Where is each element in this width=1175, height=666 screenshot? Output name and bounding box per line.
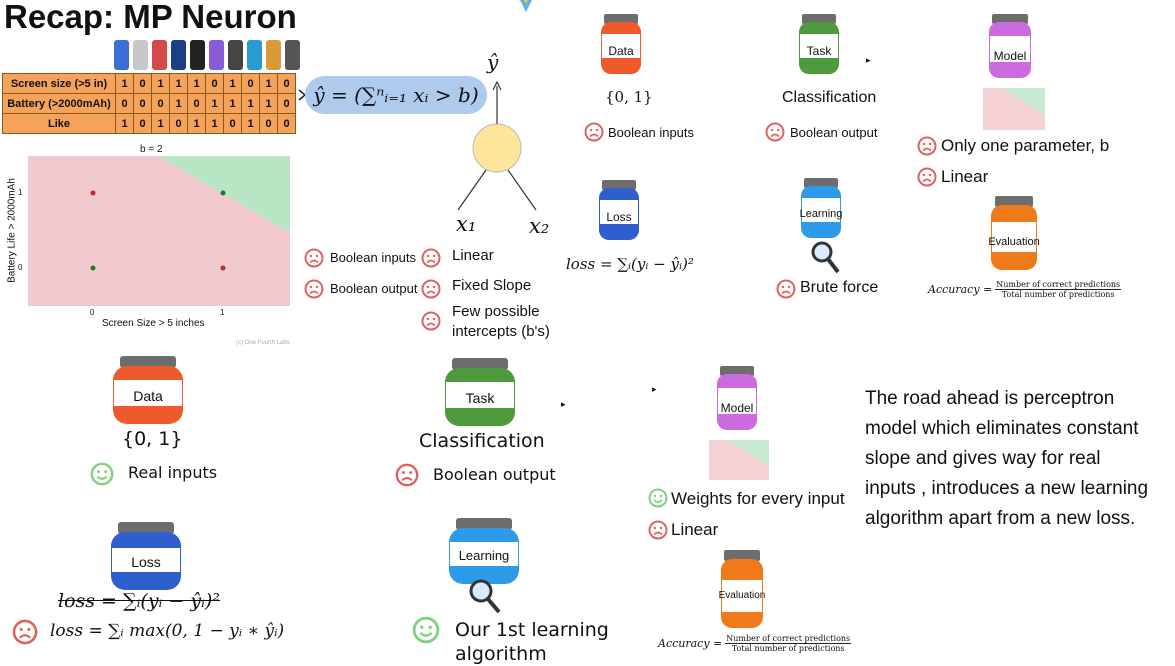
input-arrow-1	[457, 169, 487, 211]
evaluation-jar: Evaluation	[718, 550, 766, 635]
tr-learning-note: Brute force	[800, 279, 879, 296]
phones-image	[114, 40, 300, 70]
sad-icon	[648, 520, 668, 545]
learning-jar: Learning	[446, 518, 522, 591]
mp-neuron-formula: ŷ = (∑ⁿᵢ₌₁ xᵢ > b)	[305, 76, 487, 114]
bt-task-value: Classification	[419, 430, 545, 452]
input-arrow-2	[507, 169, 537, 211]
y-tick-0: 0	[18, 263, 23, 272]
model-thumbnail	[709, 440, 769, 480]
data-jar: Data	[598, 14, 644, 81]
sad-icon	[776, 279, 796, 304]
sad-icon	[421, 311, 441, 336]
mp-slope-note: Fixed Slope	[452, 277, 532, 294]
cursor-icon: ▸	[561, 399, 566, 409]
neuron-output-label: ŷ	[487, 50, 499, 74]
bt-accuracy-formula: Accuracy = Number of correct predictions…	[658, 634, 852, 653]
mp-intercepts-note: Few possible intercepts (b's)	[452, 303, 550, 340]
tr-loss-formula: loss = ∑ᵢ(yᵢ − ŷᵢ)²	[566, 255, 694, 273]
sad-icon	[421, 248, 441, 273]
bt-learning-note: Our 1st learning algorithm	[455, 619, 609, 665]
bt-data-note: Real inputs	[128, 463, 218, 482]
mp-output-note: Boolean output	[330, 281, 418, 296]
sad-icon	[304, 279, 324, 304]
tr-task-note: Boolean output	[790, 125, 878, 140]
loss-jar: Loss	[108, 522, 184, 597]
sad-icon	[421, 279, 441, 304]
bt-model-note-2: Linear	[671, 520, 719, 539]
tr-model-note-1: Only one parameter, b	[941, 136, 1110, 155]
task-jar: Task	[796, 14, 842, 81]
cursor-icon: ▸	[652, 384, 657, 394]
tr-model-note-2: Linear	[941, 167, 989, 186]
y-tick-1: 1	[18, 188, 23, 197]
happy-icon	[412, 616, 440, 649]
evaluation-jar: Evaluation	[988, 196, 1040, 277]
neuron-diagram	[457, 80, 537, 211]
happy-icon	[90, 462, 114, 491]
bt-data-value: {0, 1}	[122, 428, 183, 450]
plot-ylabel: Battery Life > 2000mAh	[6, 178, 18, 283]
neuron-node	[472, 123, 522, 173]
plot-xlabel: Screen Size > 5 inches	[102, 318, 205, 329]
magnifier-icon	[468, 578, 502, 619]
data-point	[220, 190, 226, 196]
mp-inputs-note: Boolean inputs	[330, 250, 417, 265]
tr-data-value: {0, 1}	[605, 88, 653, 106]
model-jar: Model	[986, 14, 1034, 85]
learning-jar: Learning	[798, 178, 844, 245]
logo-icon	[515, 0, 537, 14]
neuron-x1-label: x₁	[456, 212, 477, 236]
loss-jar: Loss	[596, 180, 642, 247]
bt-model-note-1: Weights for every input	[671, 489, 845, 508]
x-tick-0: 0	[90, 308, 95, 317]
sad-icon	[917, 167, 937, 192]
sad-icon	[765, 122, 785, 147]
bt-loss-new: loss = ∑ᵢ max(0, 1 − yᵢ ∗ ŷᵢ)	[50, 621, 285, 641]
data-point	[220, 265, 226, 271]
x-tick-1: 1	[220, 308, 225, 317]
sad-icon	[12, 619, 38, 650]
task-jar: Task	[442, 358, 518, 433]
happy-icon	[648, 488, 668, 513]
summary-note: The road ahead is perceptron model which…	[865, 388, 1149, 529]
model-thumbnail	[983, 88, 1045, 130]
decision-plot: b = 2 0 1 1 0 Screen Size > 5 inches Bat…	[4, 140, 304, 350]
tr-task-value: Classification	[782, 89, 877, 106]
cursor-icon: ▸	[866, 55, 871, 65]
bt-task-note: Boolean output	[433, 465, 556, 484]
bt-loss-old: loss = ∑ᵢ(yᵢ − ŷᵢ)²	[58, 590, 220, 612]
sad-icon	[917, 136, 937, 161]
data-jar: Data	[110, 356, 186, 431]
model-jar: Model	[714, 366, 760, 437]
plot-title: b = 2	[140, 144, 163, 155]
slide-title: Recap: MP Neuron	[4, 0, 297, 35]
sad-icon	[395, 463, 419, 492]
magnifier-icon	[810, 240, 840, 279]
sad-icon	[304, 248, 324, 273]
data-point	[90, 265, 96, 271]
tr-data-note: Boolean inputs	[608, 125, 695, 140]
tr-accuracy-formula: Accuracy = Number of correct predictions…	[928, 280, 1122, 299]
neuron-x2-label: x₂	[529, 214, 550, 238]
data-point	[90, 190, 96, 196]
mp-linear-note: Linear	[452, 247, 494, 264]
plot-area	[28, 156, 290, 306]
sad-icon	[584, 122, 604, 147]
plot-watermark: (c) One Fourth Labs	[236, 340, 290, 346]
